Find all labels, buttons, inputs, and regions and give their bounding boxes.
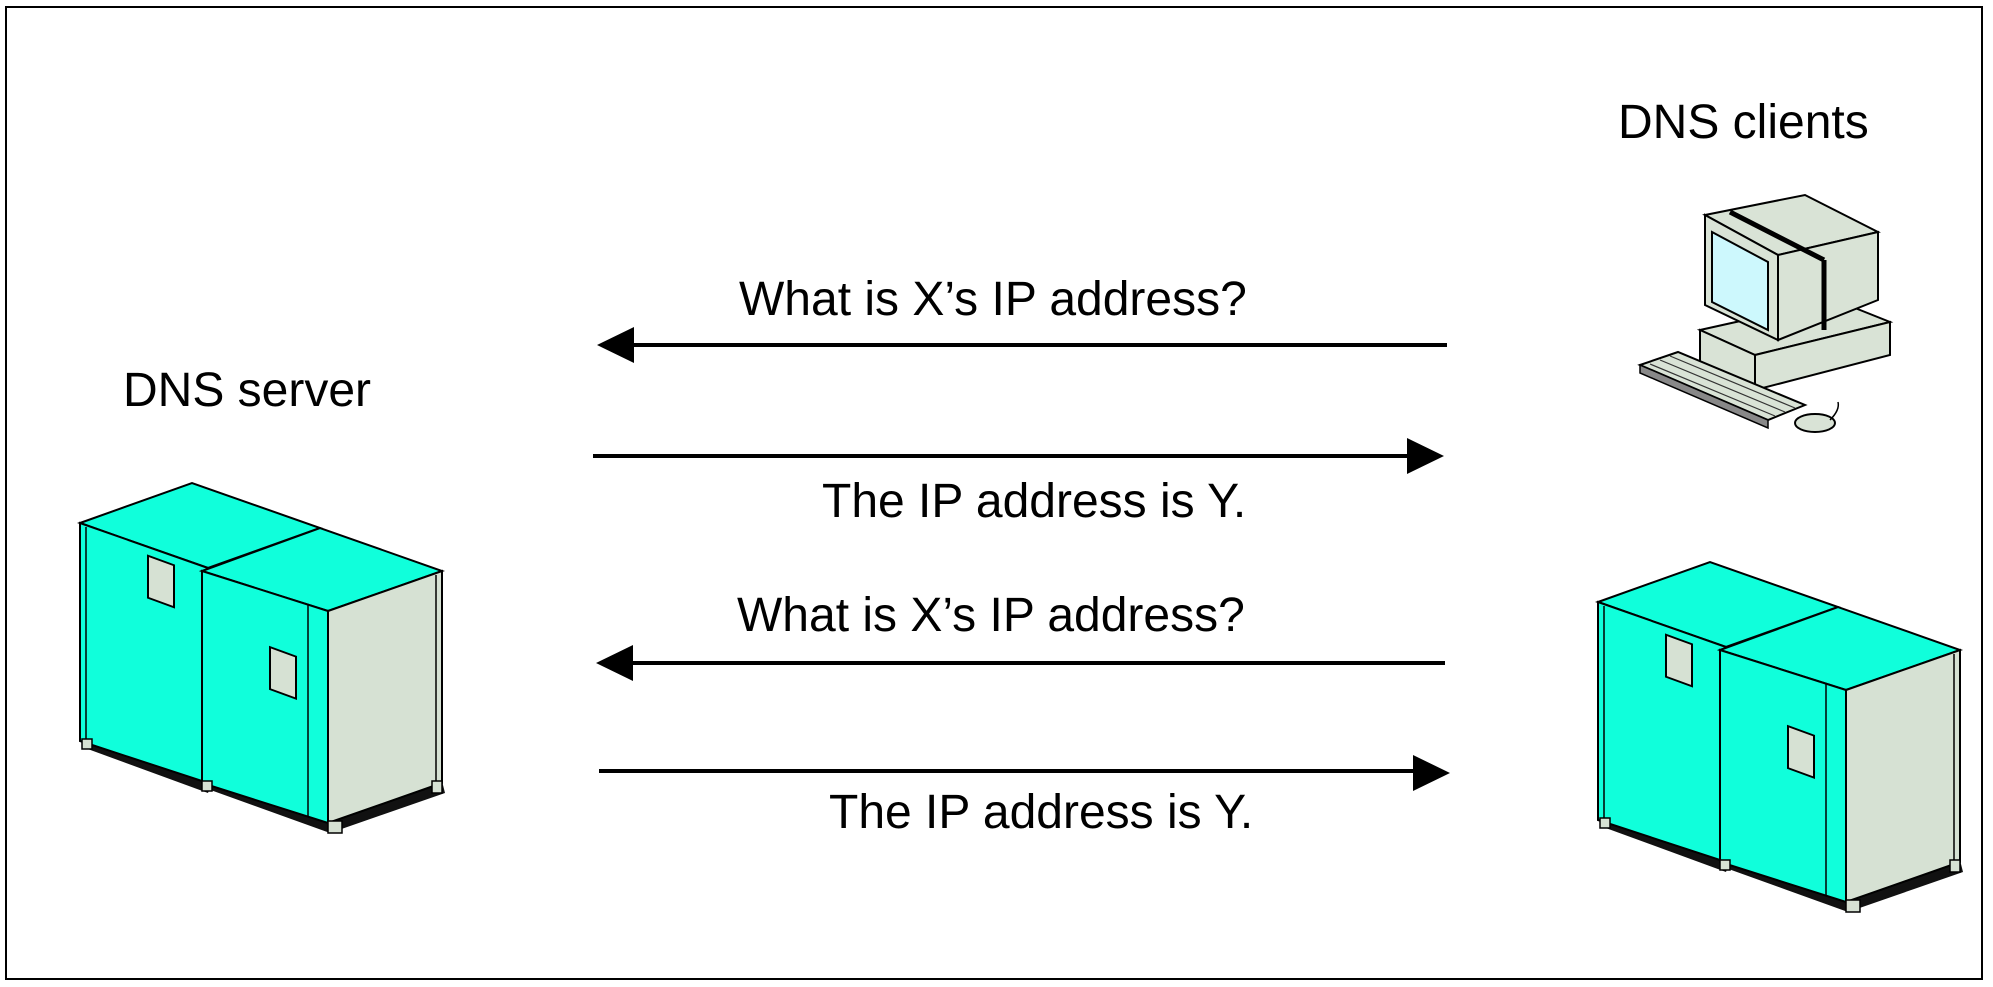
- reply-2-arrow: [599, 755, 1450, 791]
- dns-server-label: DNS server: [123, 364, 372, 417]
- query-2-arrow: [596, 645, 1445, 681]
- reply-1-arrow: [593, 438, 1444, 474]
- computer-icon: [1637, 193, 1894, 433]
- query-1-label: What is X’s IP address?: [739, 273, 1247, 326]
- diagram-frame: [5, 6, 1983, 980]
- reply-1-label: The IP address is Y.: [822, 475, 1247, 528]
- query-2-label: What is X’s IP address?: [737, 589, 1245, 642]
- dns-clients-label: DNS clients: [1618, 96, 1869, 149]
- reply-2-label: The IP address is Y.: [829, 786, 1254, 839]
- client-server-icon: [1597, 561, 1964, 913]
- query-1-arrow: [597, 327, 1447, 363]
- dns-server-icon: [79, 482, 446, 834]
